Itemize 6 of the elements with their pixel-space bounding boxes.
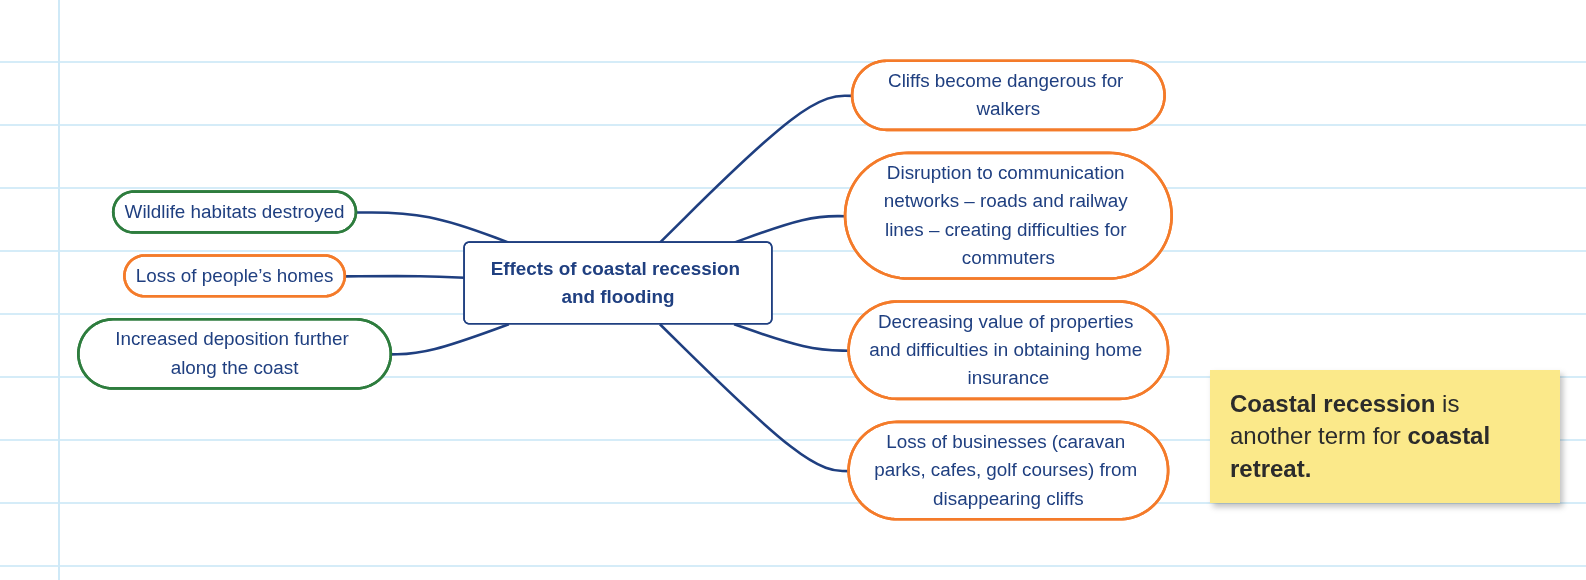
connector [356,211,510,244]
connector [733,214,846,244]
connector [659,94,853,244]
note: Coastal recession is another term for coastal retreat. [1210,370,1560,504]
connector [345,274,465,280]
connector [391,323,510,356]
